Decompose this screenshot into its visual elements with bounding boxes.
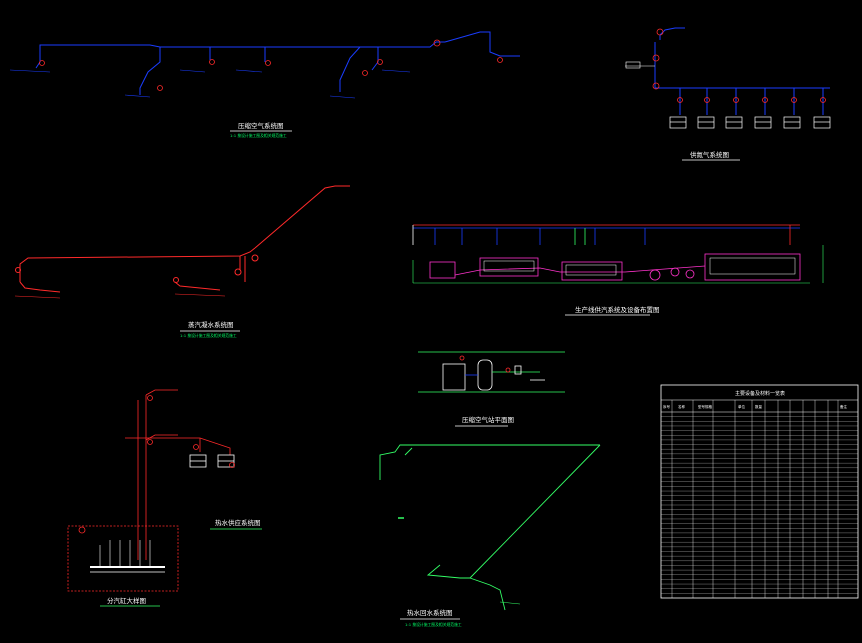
hot-water-return-diagram: [379, 444, 601, 611]
table-header: 序号 名称 型号规格 单位 数量 备注: [663, 404, 848, 409]
title-compressed-air: 压缩空气系统图: [238, 121, 284, 130]
table-header-cell: 数量: [755, 404, 763, 409]
production-line-diagram: [412, 224, 824, 284]
subtitle-steam: 1:1 按设计施工图及相关规范施工: [180, 333, 237, 338]
compressed-air-system-diagram: [9, 31, 520, 99]
table-header-cell: 名称: [678, 404, 686, 409]
title-production-line: 生产线供汽系统及设备布置图: [575, 305, 660, 314]
table-header-cell: 序号: [663, 404, 671, 409]
title-air-station: 压缩空气站平面图: [462, 415, 514, 424]
nitrogen-system-diagram: [625, 27, 831, 129]
table-title: 主要设备及材料一览表: [735, 390, 785, 397]
steam-header-detail: [67, 389, 235, 592]
compressed-air-valves: [39, 39, 503, 91]
title-steam: 蒸汽凝水系统图: [188, 320, 234, 329]
table-header-cell: 备注: [840, 404, 848, 409]
title-hot-water-return: 热水回水系统图: [407, 608, 453, 617]
steam-system-diagram: [14, 185, 350, 299]
table-grid: [661, 400, 858, 598]
title-steam-header: 分汽缸大样图: [107, 596, 146, 605]
subtitle-compressed-air: 1:1 按设计施工图及相关规范施工: [230, 133, 287, 138]
air-station-plan: [418, 351, 565, 393]
subtitle-hot-water-return: 1:1 按设计施工图及相关规范施工: [405, 622, 462, 627]
equipment-table: 主要设备及材料一览表 序号 名称 型号规格 单位 数量 备注: [660, 384, 859, 599]
title-hot-water: 热水供应系统图: [215, 518, 261, 527]
title-nitrogen: 供氮气系统图: [690, 150, 729, 159]
table-header-cell: 单位: [738, 404, 746, 409]
table-header-cell: 型号规格: [698, 404, 712, 409]
